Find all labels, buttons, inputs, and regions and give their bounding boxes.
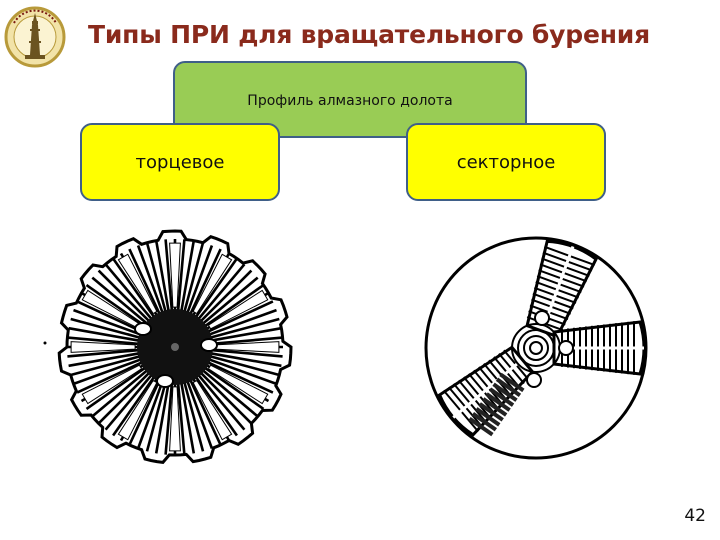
sector-bit-drawing — [424, 236, 648, 460]
parent-node-label: Профиль алмазного долота — [247, 93, 453, 109]
child-node-face: торцевое — [80, 123, 280, 201]
university-logo — [4, 6, 66, 68]
child-node-sector: секторное — [406, 123, 606, 201]
face-bit-drawing — [43, 229, 293, 464]
slide-title: Типы ПРИ для вращательного бурения — [88, 20, 650, 49]
page-number: 42 — [684, 506, 706, 526]
